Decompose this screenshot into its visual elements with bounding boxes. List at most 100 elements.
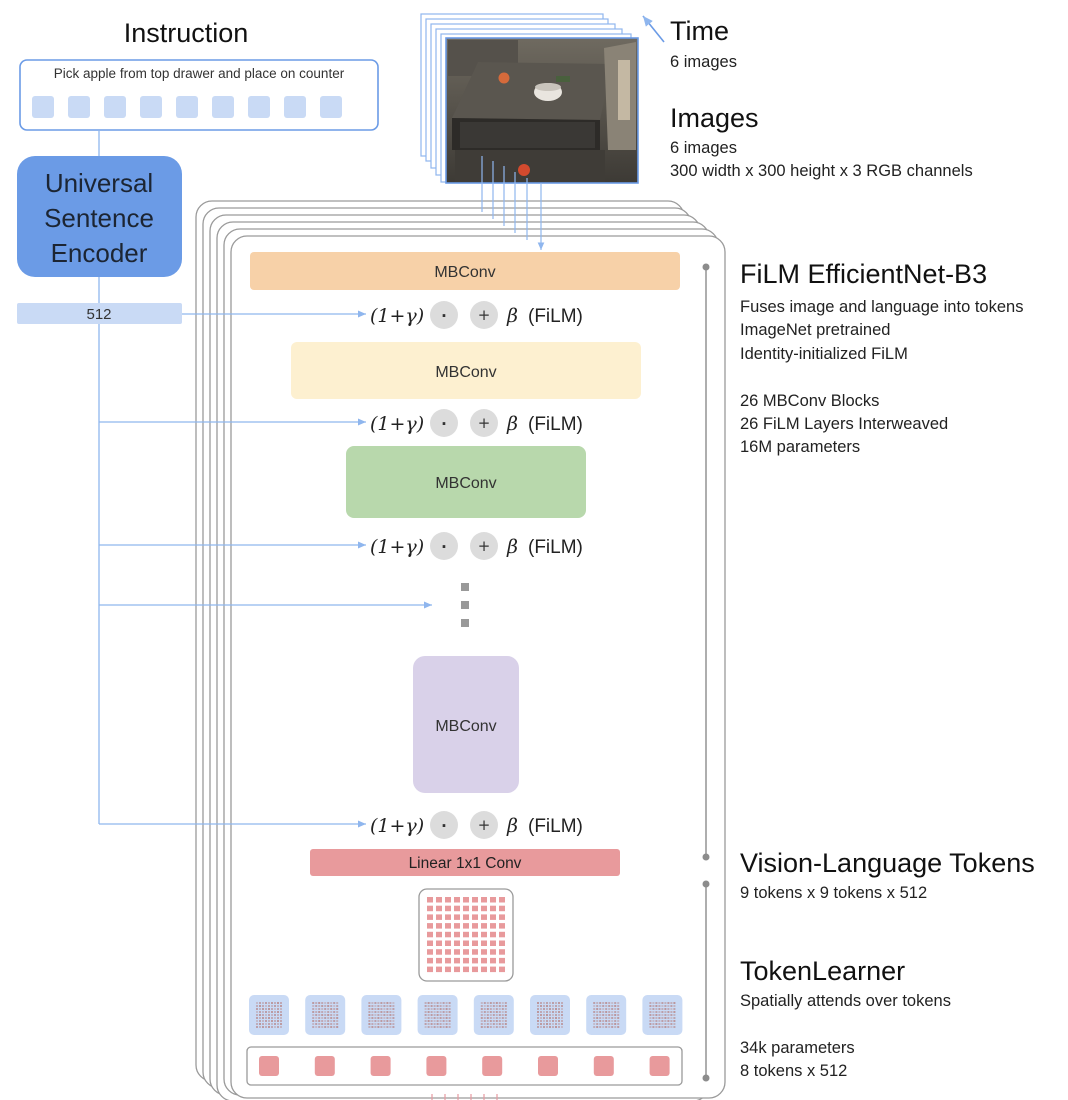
film-add-symbol: + <box>478 414 491 432</box>
time-subtitle: 6 images <box>670 53 737 71</box>
learned-token <box>370 1056 391 1076</box>
vl-token <box>499 897 505 903</box>
vl-token <box>427 957 433 964</box>
mbconv-block-2 <box>291 342 641 399</box>
efficientnet-line5: 26 FiLM Layers Interweaved <box>740 415 948 433</box>
vl-token <box>427 897 433 903</box>
vl-token <box>481 923 487 929</box>
tokenlearner-line1: Spatially attends over tokens <box>740 992 951 1010</box>
tokenlearner-line3: 8 tokens x 512 <box>740 1062 847 1080</box>
vl-token <box>490 949 496 955</box>
vl-token <box>481 949 487 955</box>
vl-token <box>427 914 433 920</box>
instruction-token <box>140 96 162 118</box>
universal-sentence-encoder <box>17 156 182 277</box>
language-conditioning-connectors <box>98 277 432 828</box>
vl-token <box>499 923 505 929</box>
vl-token <box>427 949 433 955</box>
vl-token <box>436 949 442 955</box>
efficientnet-bracket <box>702 263 710 861</box>
vl-token <box>499 949 505 955</box>
vl-token <box>490 966 496 973</box>
attention-map <box>417 995 458 1035</box>
vl-token <box>481 897 487 903</box>
vl-token <box>499 966 505 973</box>
vl-token <box>454 905 460 912</box>
efficientnet-line4: 26 MBConv Blocks <box>740 392 879 410</box>
instruction-token <box>32 96 54 118</box>
film-layer-4: (1+γ) · + β (FiLM) <box>370 811 583 839</box>
output-token-box <box>246 1046 683 1086</box>
instruction-token-row <box>32 96 342 118</box>
vl-token <box>454 957 460 964</box>
vl-token <box>472 923 478 929</box>
vl-token <box>499 914 505 920</box>
vl-token <box>454 897 460 903</box>
vl-token <box>436 931 442 938</box>
film-multiply-symbol: · <box>441 307 447 325</box>
tokenlearner-title: TokenLearner <box>740 956 905 986</box>
vl-token <box>427 966 433 973</box>
film-layer-2: (1+γ) · + β (FiLM) <box>370 409 583 437</box>
mbconv-block-1-label: MBConv <box>434 264 495 281</box>
more-blocks-ellipsis <box>461 583 469 627</box>
film-add-symbol: + <box>478 306 491 324</box>
vl-token <box>463 914 469 920</box>
efficientnet-line2: ImageNet pretrained <box>740 321 890 339</box>
vl-token <box>499 957 505 964</box>
film-multiply-symbol: · <box>441 538 447 556</box>
vl-token <box>481 957 487 964</box>
vl-token <box>463 966 469 973</box>
vl-token <box>472 940 478 946</box>
vl-token <box>436 957 442 964</box>
embedding-size-label: 512 <box>86 306 111 323</box>
film-layer-3: (1+γ) · + β (FiLM) <box>370 532 583 560</box>
vl-token <box>472 931 478 938</box>
attention-map <box>586 995 627 1035</box>
vl-token <box>445 905 451 912</box>
vl-token <box>436 966 442 973</box>
vl-token <box>463 940 469 946</box>
vl-token <box>445 949 451 955</box>
linear-conv-block <box>310 849 620 876</box>
vl-token <box>436 914 442 920</box>
images-line2: 300 width x 300 height x 3 RGB channels <box>670 162 973 180</box>
vl-token <box>472 957 478 964</box>
time-title: Time <box>670 16 729 46</box>
film-suffix: (FiLM) <box>528 414 583 435</box>
vl-token <box>445 923 451 929</box>
instruction-token <box>68 96 90 118</box>
vl-token <box>490 923 496 929</box>
film-layer-1: (1+γ) · + β (FiLM) <box>370 301 583 329</box>
encoder-label-line3: Encoder <box>51 238 148 268</box>
vl-token <box>427 931 433 938</box>
vl-token <box>472 905 478 912</box>
learned-token <box>314 1056 335 1076</box>
film-math: (1+γ) <box>370 413 424 435</box>
vl-token <box>481 966 487 973</box>
vl-token <box>499 905 505 912</box>
instruction-token <box>284 96 306 118</box>
attention-map <box>249 995 289 1035</box>
tokenlearner-line2: 34k parameters <box>740 1039 855 1057</box>
film-beta: β <box>506 413 518 435</box>
tokenlearner-attention-maps <box>249 995 683 1035</box>
vl-token <box>436 897 442 903</box>
film-math: (1+γ) <box>370 536 424 558</box>
vl-token <box>490 914 496 920</box>
embedding-bar <box>17 303 182 324</box>
learned-token <box>538 1056 558 1076</box>
instruction-token <box>212 96 234 118</box>
vl-token <box>463 897 469 903</box>
vl-token <box>436 905 442 912</box>
film-suffix: (FiLM) <box>528 537 583 558</box>
film-multiply-symbol: · <box>441 415 447 433</box>
tokenlearner-bracket <box>702 880 710 1082</box>
film-suffix: (FiLM) <box>528 306 583 327</box>
vl-token <box>427 940 433 946</box>
vl-token <box>463 923 469 929</box>
attention-map <box>530 995 570 1035</box>
vl-tokens-title: Vision-Language Tokens <box>740 848 1035 878</box>
vl-token <box>454 966 460 973</box>
vl-token <box>490 897 496 903</box>
